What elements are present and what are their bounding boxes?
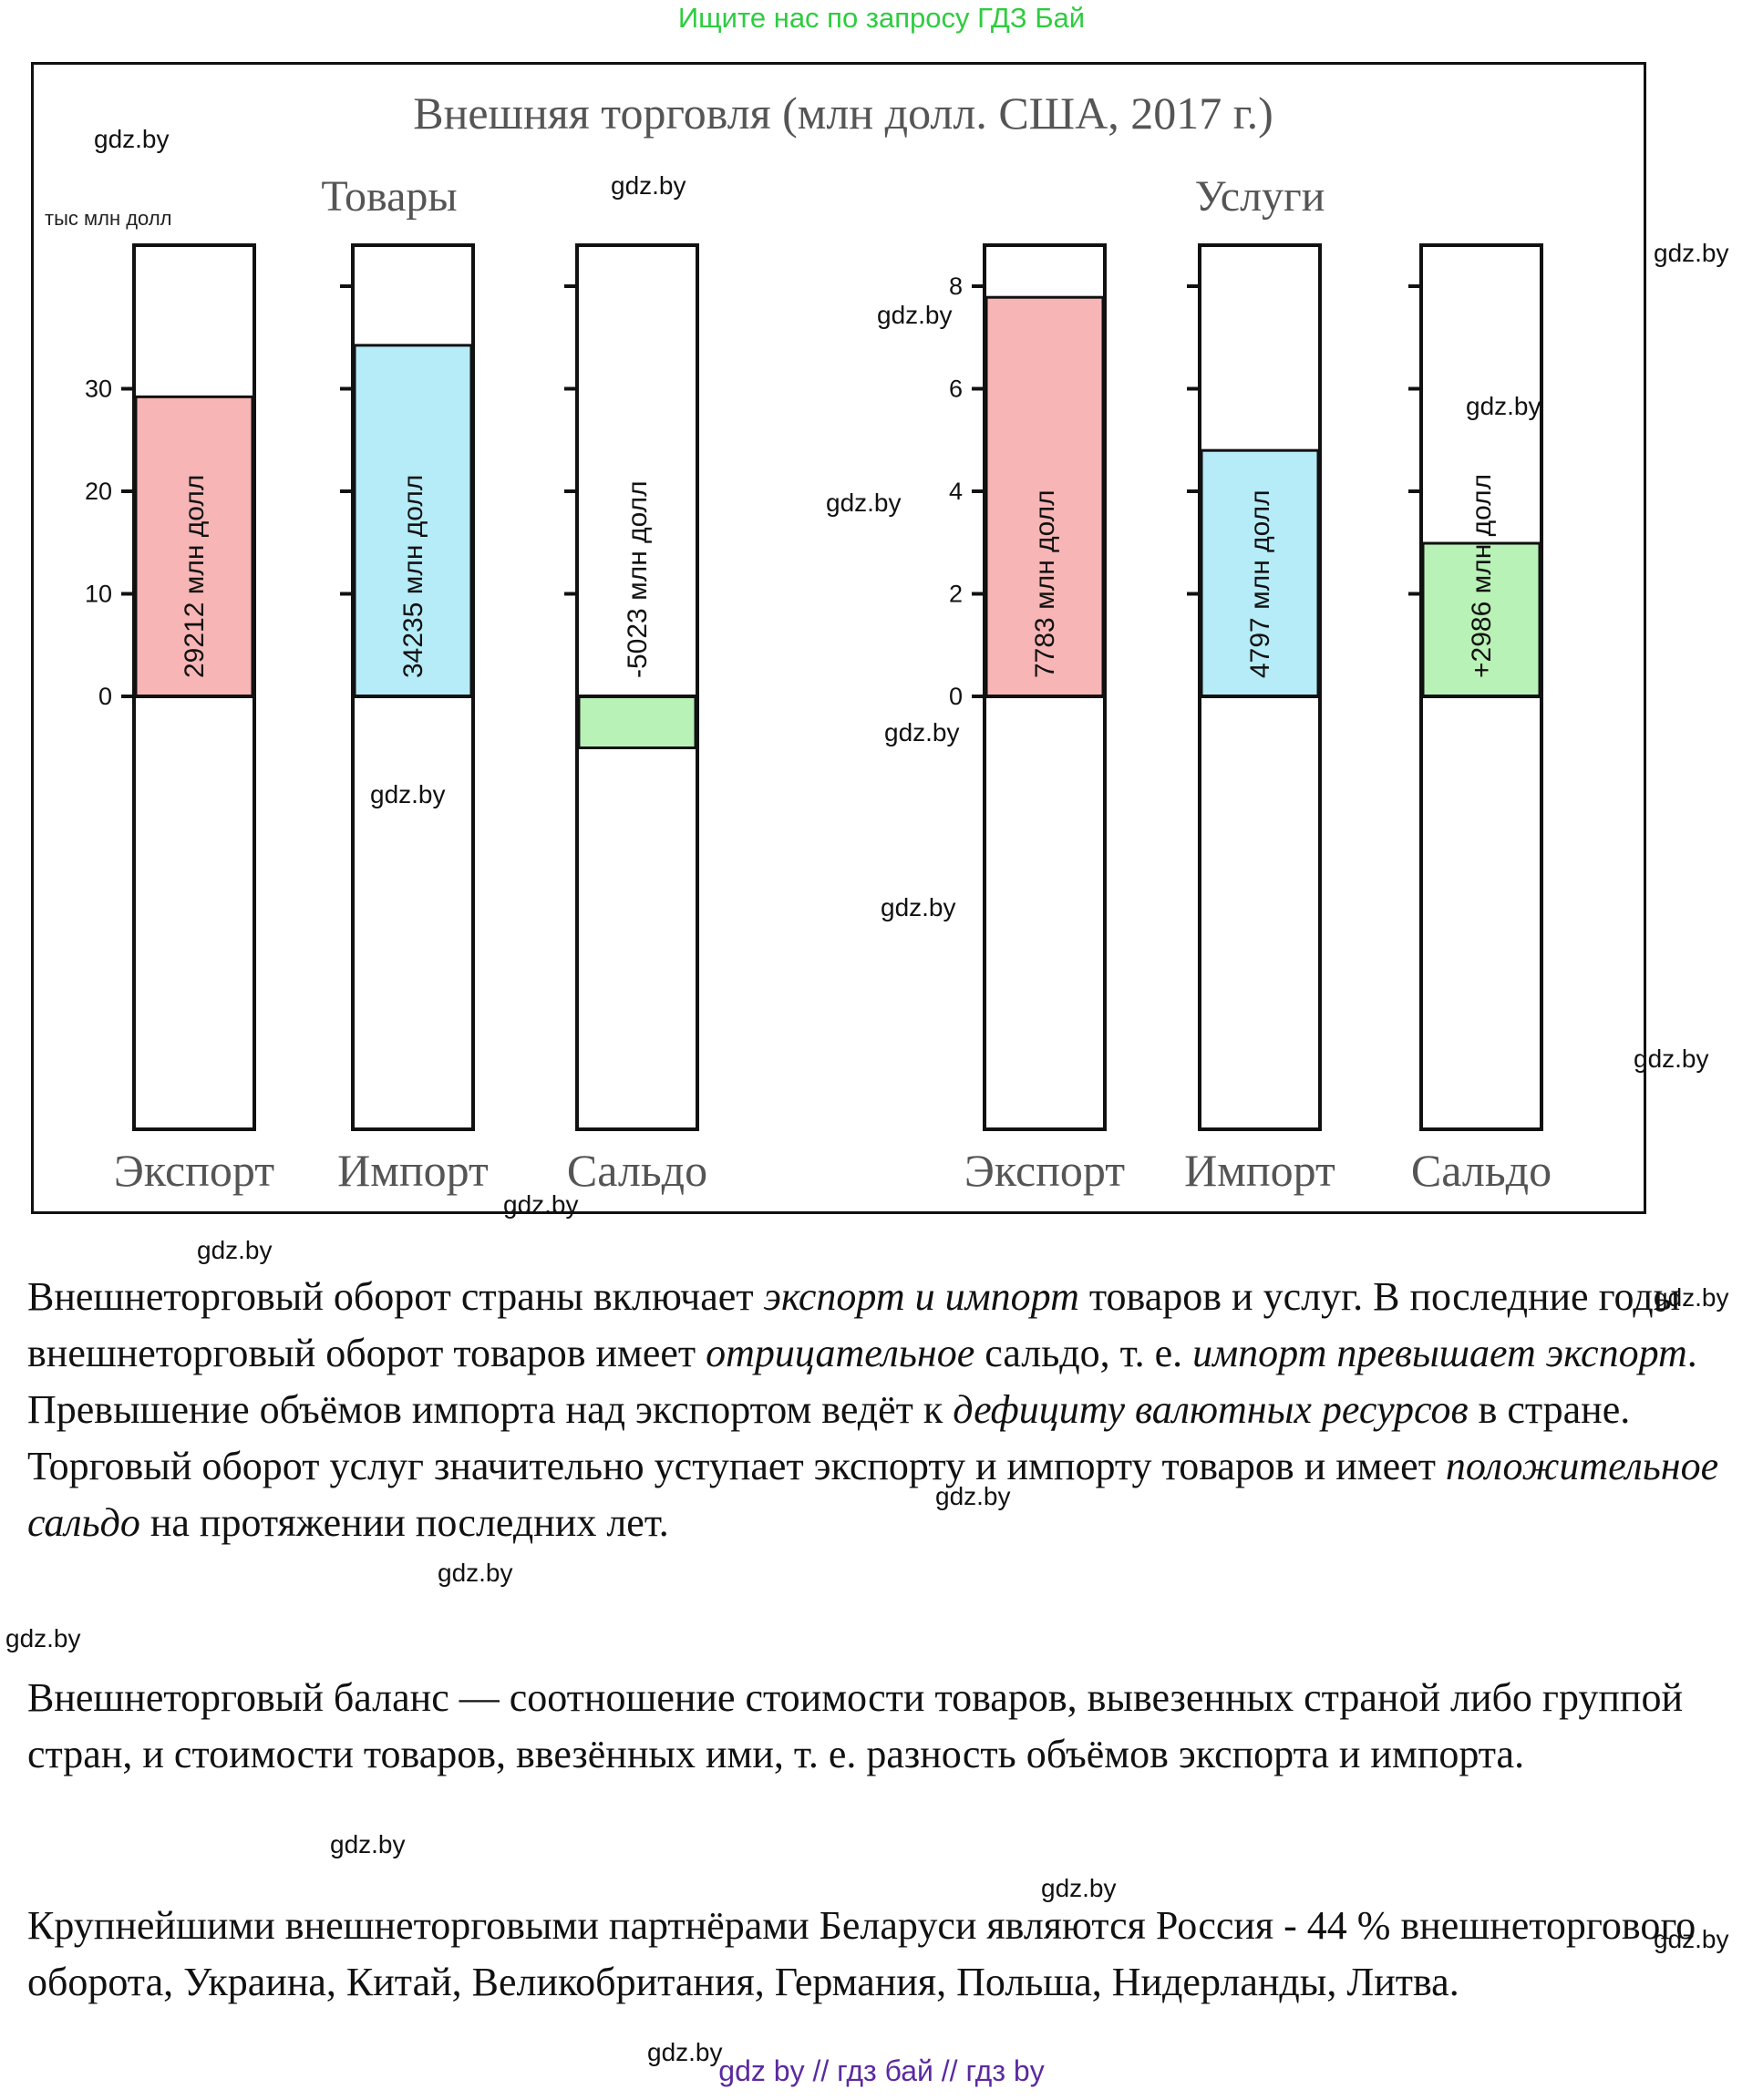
watermark-text: gdz.by <box>881 893 956 921</box>
paragraph-turnover: Внешнеторговый оборот страны включает эк… <box>27 1269 1750 1551</box>
emphasis-text: экспорт и импорт <box>763 1274 1079 1319</box>
column-outline <box>575 243 699 1131</box>
watermark-text: gdz.by <box>197 1236 273 1264</box>
bar-export <box>985 295 1105 698</box>
panel-title: Услуги <box>1195 172 1325 221</box>
watermark-text: gdz.by <box>1466 392 1541 420</box>
watermark-text: gdz.by <box>826 489 902 517</box>
emphasis-text: дефициту валютных ресурсов <box>953 1387 1469 1432</box>
category-label: Экспорт <box>964 1145 1125 1196</box>
emphasis-text: положительное сальдо <box>27 1444 1719 1545</box>
y-tick-label: 2 <box>949 581 963 608</box>
bar-balance <box>577 695 697 750</box>
body-text: Внешнеторговый оборот страны включает <box>27 1274 764 1319</box>
y-tick-label: 0 <box>949 683 963 710</box>
y-tick-label: 10 <box>85 581 112 608</box>
emphasis-text: импорт превышает экспорт <box>1192 1331 1687 1375</box>
watermark-text: gdz.by <box>1634 1045 1709 1073</box>
chart-frame: Внешняя торговля (млн долл. США, 2017 г.… <box>31 62 1646 1214</box>
body-text: в стране. Торговый оборот услуг значител… <box>27 1387 1631 1488</box>
watermark-text: gdz.by <box>611 171 686 200</box>
watermark-text: gdz.by <box>935 1482 1011 1510</box>
watermark-text: gdz.by <box>877 301 953 329</box>
watermark-text: gdz.by <box>647 2038 723 2066</box>
bar-import <box>1200 448 1320 698</box>
search-hint-link[interactable]: Ищите нас по запросу ГДЗ Бай <box>677 2 1086 34</box>
bar-value-label: -5023 млн долл <box>623 480 653 678</box>
y-tick-label: 30 <box>85 376 112 403</box>
watermark-text: gdz.by <box>884 718 960 746</box>
category-label: Импорт <box>1184 1145 1335 1196</box>
paragraph-balance: Внешнеторговый баланс — соотношение стои… <box>27 1675 1684 1776</box>
watermark-text: gdz.by <box>1041 1874 1117 1902</box>
body-text: . Превышение объёмов импорта над экспорт… <box>27 1331 1697 1432</box>
panel-title: Товары <box>321 172 457 221</box>
trade-chart: Внешняя торговля (млн долл. США, 2017 г.… <box>45 88 1552 1196</box>
y-tick-label: 4 <box>949 478 963 505</box>
category-label: Экспорт <box>114 1145 274 1196</box>
watermark-text: gdz.by <box>438 1559 513 1587</box>
y-tick-label: 8 <box>949 273 963 300</box>
body-text: сальдо, т. е. <box>974 1331 1193 1375</box>
bar-value-label: 29212 млн долл <box>180 475 210 678</box>
paragraph-partners: Крупнейшими внешнеторговыми партнёрами Б… <box>27 1903 1696 2004</box>
unit-label: тыс млн долл <box>45 207 172 230</box>
body-text: на протяжении последних лет. <box>139 1500 669 1545</box>
bar-value-label: +2986 млн долл <box>1467 474 1497 678</box>
watermark-text: gdz.by <box>1654 1925 1729 1953</box>
footer-links[interactable]: gdz by // гдз бай // гдз by <box>718 2054 1045 2087</box>
category-label: Импорт <box>337 1145 489 1196</box>
bar-value-label: 4797 млн долл <box>1245 489 1275 678</box>
y-tick-label: 20 <box>85 478 112 505</box>
watermark-text: gdz.by <box>330 1830 406 1858</box>
bar-export <box>134 395 254 698</box>
category-label: Сальдо <box>1411 1145 1552 1196</box>
body-text: товаров и услуг. В последние годы внешне… <box>27 1274 1681 1375</box>
emphasis-text: отрицательное <box>706 1331 975 1375</box>
watermark-text: gdz.by <box>503 1190 579 1219</box>
bar-balance <box>1421 541 1541 698</box>
bar-value-label: 7783 млн долл <box>1030 489 1060 678</box>
watermark-text: gdz.by <box>5 1624 81 1652</box>
category-label: Сальдо <box>567 1145 707 1196</box>
watermark-text: gdz.by <box>1654 1283 1729 1312</box>
y-tick-label: 6 <box>949 376 963 403</box>
chart-title: Внешняя торговля (млн долл. США, 2017 г.… <box>413 88 1273 139</box>
bar-value-label: 34235 млн долл <box>398 475 428 678</box>
y-tick-label: 0 <box>98 683 112 710</box>
watermark-text: gdz.by <box>370 780 446 808</box>
watermark-text: gdz.by <box>1654 239 1729 267</box>
watermark-text: gdz.by <box>94 125 170 153</box>
